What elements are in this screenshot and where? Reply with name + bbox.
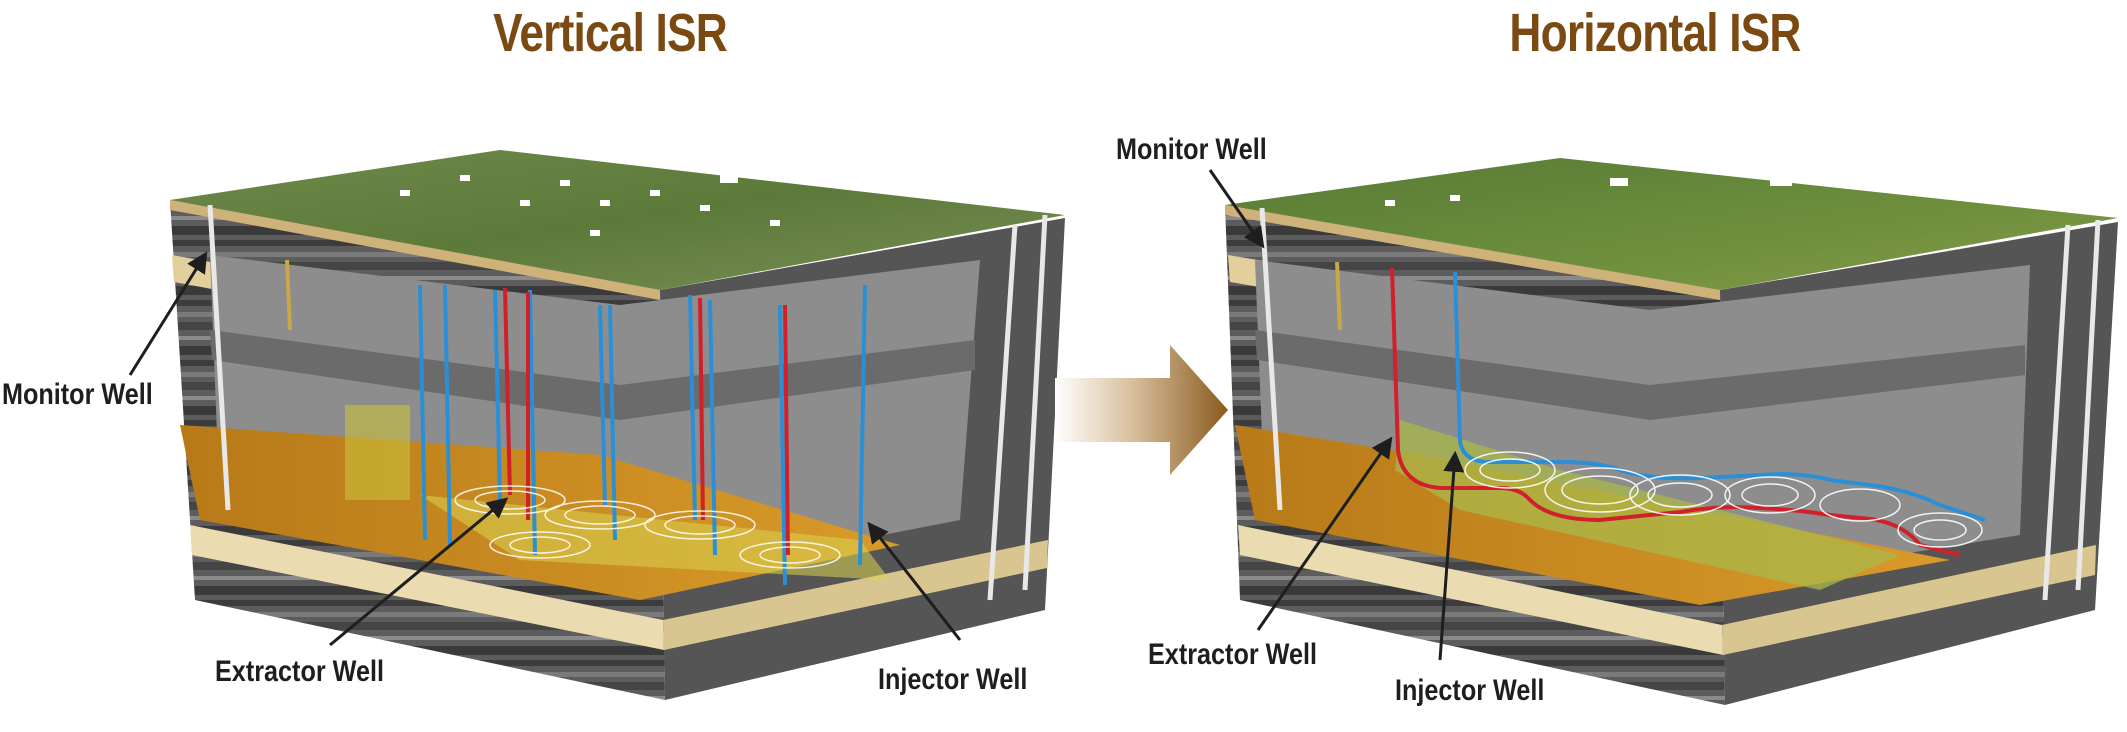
left-monitor-well-pipe-d	[285, 259, 292, 331]
right-cutaway-stratum	[1255, 330, 2025, 420]
right-flow-patterns	[1464, 451, 1983, 548]
right-block-top-edge	[1225, 205, 1720, 300]
right-monitor-well-pipe-c	[2075, 219, 2101, 591]
right-injector-callout-arrow	[1438, 450, 1465, 661]
transition-arrow	[1055, 345, 1228, 475]
left-sand-band-side	[663, 540, 1048, 650]
right-monitor-well-label: Monitor Well	[1116, 133, 1267, 166]
left-sand-band-lower	[190, 525, 664, 650]
right-monitor-callout-arrow	[1208, 169, 1265, 249]
vertical-isr-title: Vertical ISR	[493, 3, 728, 63]
left-injector-well-label: Injector Well	[878, 663, 1028, 696]
right-extractor-callout-arrow	[1256, 436, 1393, 631]
left-monitor-well-pipe-a	[207, 204, 231, 511]
left-ore-highlight	[420, 495, 890, 580]
left-extractor-well-label: Extractor Well	[215, 655, 384, 688]
callout-arrows	[128, 169, 1465, 661]
left-monitor-well-pipe-c	[1022, 214, 1048, 591]
left-monitor-callout-arrow	[128, 251, 208, 376]
left-monitor-well-label: Monitor Well	[2, 378, 153, 411]
right-monitor-well-pipe-b	[2042, 224, 2071, 601]
left-flow-patterns	[454, 485, 841, 569]
horizontal-isr-title: Horizontal ISR	[1509, 3, 1801, 63]
right-monitor-well-pipe-a	[1259, 207, 1283, 511]
left-surface-wellheads	[400, 175, 780, 236]
left-ore-yellow-panel	[345, 405, 410, 500]
right-monitor-well-pipe-d	[1335, 261, 1342, 331]
left-block-top-edge	[170, 200, 660, 300]
left-extractor-wells	[503, 287, 790, 556]
right-block-top-surface	[1225, 158, 2118, 290]
right-extractor-well-pipe	[1390, 267, 1961, 557]
right-surface-wellheads	[1385, 178, 1792, 206]
right-extractor-well-label: Extractor Well	[1148, 638, 1317, 671]
left-block-top-surface	[170, 150, 1065, 290]
left-monitor-well-pipe-b	[987, 224, 1018, 601]
right-sand-band-side	[1722, 545, 2096, 655]
left-extractor-callout-arrow	[329, 497, 509, 647]
right-sand-band-lower	[1238, 525, 1723, 655]
right-injector-well-label: Injector Well	[1395, 674, 1545, 707]
left-injector-callout-arrow	[867, 521, 962, 641]
horizontal-isr-block	[1225, 158, 2118, 705]
left-cutaway-stratum	[210, 330, 975, 420]
vertical-isr-block	[170, 150, 1065, 700]
